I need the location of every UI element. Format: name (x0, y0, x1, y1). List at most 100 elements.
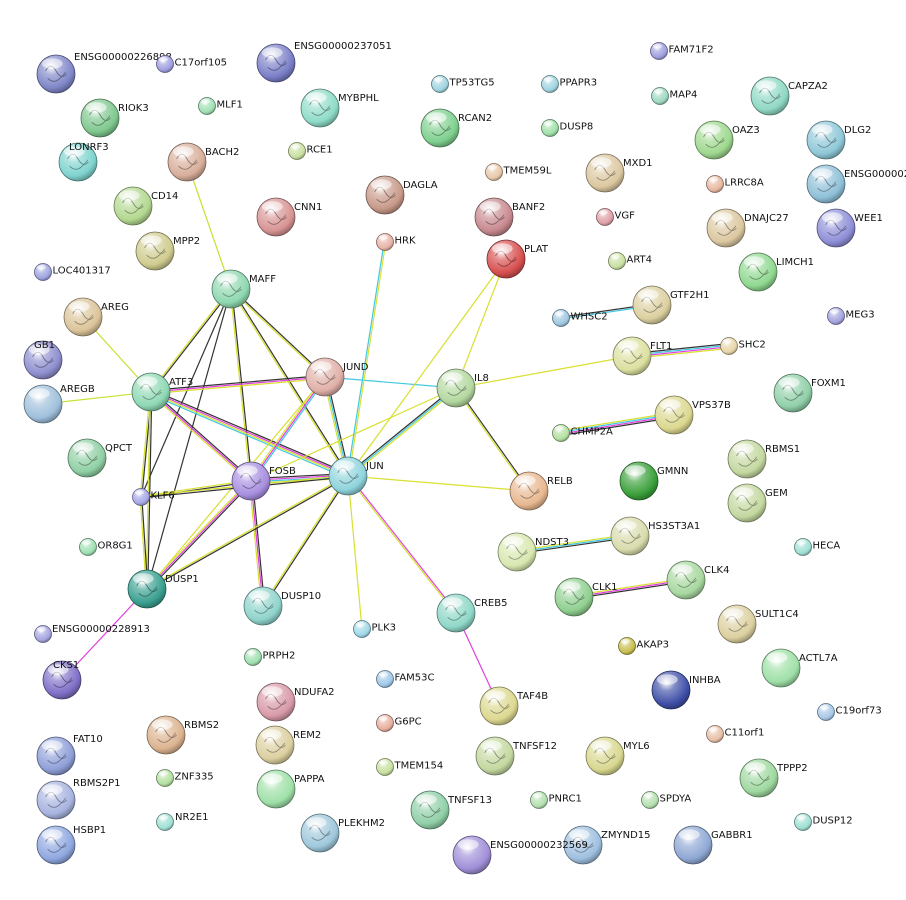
node-LRRC8A[interactable]: LRRC8A (706, 175, 764, 193)
edge-JUN-PLAT[interactable] (347, 258, 507, 477)
node-C17orf105[interactable]: C17orf105 (156, 55, 228, 73)
node-GTF2H1[interactable]: GTF2H1 (632, 285, 710, 325)
node-DUSP8[interactable]: DUSP8 (541, 119, 594, 137)
node-OAZ3[interactable]: OAZ3 (694, 120, 760, 160)
node-ENSG00000232569[interactable]: ENSG00000232569 (452, 835, 588, 875)
node-NDST3[interactable]: NDST3 (497, 532, 569, 572)
node-ATF3[interactable]: ATF3 (131, 372, 193, 412)
edge-FOSB-DUSP1[interactable] (145, 479, 253, 591)
node-CLK4[interactable]: CLK4 (666, 560, 729, 600)
node-CREB5[interactable]: CREB5 (436, 593, 507, 633)
node-HRK[interactable]: HRK (376, 233, 416, 251)
node-BANF2[interactable]: BANF2 (474, 197, 545, 237)
node-TPPP2[interactable]: TPPP2 (739, 758, 808, 798)
node-ENSG00000226898[interactable]: ENSG00000226898 (36, 52, 172, 94)
node-PAPPA[interactable]: PAPPA (256, 769, 325, 809)
node-MAFF[interactable]: MAFF (211, 269, 276, 309)
edge-JUN-DUSP1[interactable] (146, 474, 349, 591)
node-INHBA[interactable]: INHBA (651, 670, 721, 710)
node-DUSP1[interactable]: DUSP1 (127, 569, 199, 609)
node-RCAN2[interactable]: RCAN2 (420, 108, 492, 148)
node-HS3ST3A1[interactable]: HS3ST3A1 (610, 516, 700, 556)
node-CAPZA2[interactable]: CAPZA2 (750, 76, 828, 116)
node-PLEKHM2[interactable]: PLEKHM2 (300, 813, 385, 853)
node-RBMS1[interactable]: RBMS1 (727, 439, 800, 479)
node-TP53TG5[interactable]: TP53TG5 (431, 75, 495, 93)
node-DLG2[interactable]: DLG2 (806, 120, 871, 160)
node-ZMYND15[interactable]: ZMYND15 (563, 825, 651, 865)
node-IL8[interactable]: IL8 (436, 368, 489, 408)
node-AREG[interactable]: AREG (63, 297, 129, 337)
node-SPDYA[interactable]: SPDYA (641, 791, 692, 809)
edge-ATF3-JUN[interactable] (149, 389, 350, 479)
edge-IL8-RELB[interactable] (454, 387, 531, 492)
node-RBMS2P1[interactable]: RBMS2P1 (36, 778, 121, 820)
node-TNFSF12[interactable]: TNFSF12 (475, 736, 557, 776)
edge-ATF3-JUND[interactable] (150, 374, 326, 395)
edge-JUN-HRK[interactable] (346, 241, 387, 477)
node-LONRF3[interactable]: LONRF3 (58, 142, 109, 182)
edge-JUN-PLK3[interactable] (347, 475, 363, 630)
node-TMEM59L[interactable]: TMEM59L (485, 163, 552, 181)
node-CLK1[interactable]: CLK1 (554, 577, 617, 617)
node-FAM53C[interactable]: FAM53C (376, 670, 435, 688)
node-CHMP2A[interactable]: CHMP2A (552, 424, 614, 442)
node-GABBR1[interactable]: GABBR1 (673, 825, 753, 865)
node-RBMS2[interactable]: RBMS2 (146, 715, 219, 755)
node-PLK3[interactable]: PLK3 (353, 620, 397, 638)
node-NDUFA2[interactable]: NDUFA2 (256, 682, 335, 722)
node-LOC401317[interactable]: LOC401317 (34, 263, 111, 281)
edge-MAFF-FOSB[interactable] (229, 288, 253, 482)
node-NR2E1[interactable]: NR2E1 (156, 812, 209, 831)
node-AREGB[interactable]: AREGB (23, 384, 95, 424)
node-WEE1[interactable]: WEE1 (816, 208, 883, 248)
node-TMEM154[interactable]: TMEM154 (376, 758, 444, 776)
node-ACTL7A[interactable]: ACTL7A (761, 648, 838, 688)
edge-ATF3-FOSB[interactable] (149, 390, 253, 483)
node-BACH2[interactable]: BACH2 (167, 142, 239, 182)
edge-IL8-PLAT[interactable] (455, 258, 507, 389)
edge-MAFF-JUND[interactable] (230, 287, 326, 379)
node-DNAJC27[interactable]: DNAJC27 (706, 208, 789, 248)
node-MYL6[interactable]: MYL6 (585, 736, 650, 776)
node-HECA[interactable]: HECA (794, 538, 841, 556)
node-ZNF335[interactable]: ZNF335 (156, 769, 214, 787)
node-CNN1[interactable]: CNN1 (256, 197, 322, 237)
node-FAT10[interactable]: FAT10 (36, 734, 103, 776)
node-PPAPR3[interactable]: PPAPR3 (541, 75, 598, 93)
node-KLF6[interactable]: KLF6 (132, 488, 175, 506)
node-ART4[interactable]: ART4 (608, 252, 653, 270)
node-C19orf73[interactable]: C19orf73 (817, 703, 882, 721)
node-TAF4B[interactable]: TAF4B (479, 686, 548, 726)
node-MEG3[interactable]: MEG3 (827, 307, 875, 325)
node-JUND[interactable]: JUND (305, 357, 369, 397)
node-CKS1[interactable]: CKS1 (42, 660, 82, 700)
node-VPS37B[interactable]: VPS37B (654, 395, 731, 435)
edge-IL8-FLT1[interactable] (455, 355, 633, 389)
edge-DUSP1-CKS1[interactable] (61, 588, 148, 681)
edge-JUN-DUSP10[interactable] (261, 475, 350, 607)
node-SULT1C4[interactable]: SULT1C4 (717, 604, 799, 644)
node-HSBP1[interactable]: HSBP1 (36, 825, 106, 865)
node-OR8G1[interactable]: OR8G1 (79, 538, 133, 556)
node-LIMCH1[interactable]: LIMCH1 (738, 252, 814, 292)
node-RIOK3[interactable]: RIOK3 (80, 98, 149, 138)
node-ENSG0000027[interactable]: ENSG000002 (806, 164, 906, 204)
node-PNRC1[interactable]: PNRC1 (530, 791, 582, 809)
node-DUSP10[interactable]: DUSP10 (243, 586, 321, 626)
node-CD14[interactable]: CD14 (113, 186, 178, 226)
edge-MAFF-KLF6[interactable] (140, 288, 232, 498)
node-MAP4[interactable]: MAP4 (651, 87, 698, 105)
node-SHC2[interactable]: SHC2 (720, 337, 766, 355)
node-MYBPHL[interactable]: MYBPHL (300, 88, 379, 128)
node-REM2[interactable]: REM2 (255, 725, 321, 765)
node-RCE1[interactable]: RCE1 (288, 142, 333, 160)
node-VGF[interactable]: VGF (596, 208, 636, 226)
edge-JUN-IL8[interactable] (346, 386, 458, 478)
edge-BACH2-MAFF[interactable] (186, 161, 232, 290)
node-DAGLA[interactable]: DAGLA (365, 175, 438, 215)
node-RELB[interactable]: RELB (509, 471, 573, 511)
node-MXD1[interactable]: MXD1 (585, 153, 653, 193)
edge-JUN-CREB5[interactable] (346, 475, 458, 614)
node-ENSG00000228913[interactable]: ENSG00000228913 (34, 624, 150, 643)
